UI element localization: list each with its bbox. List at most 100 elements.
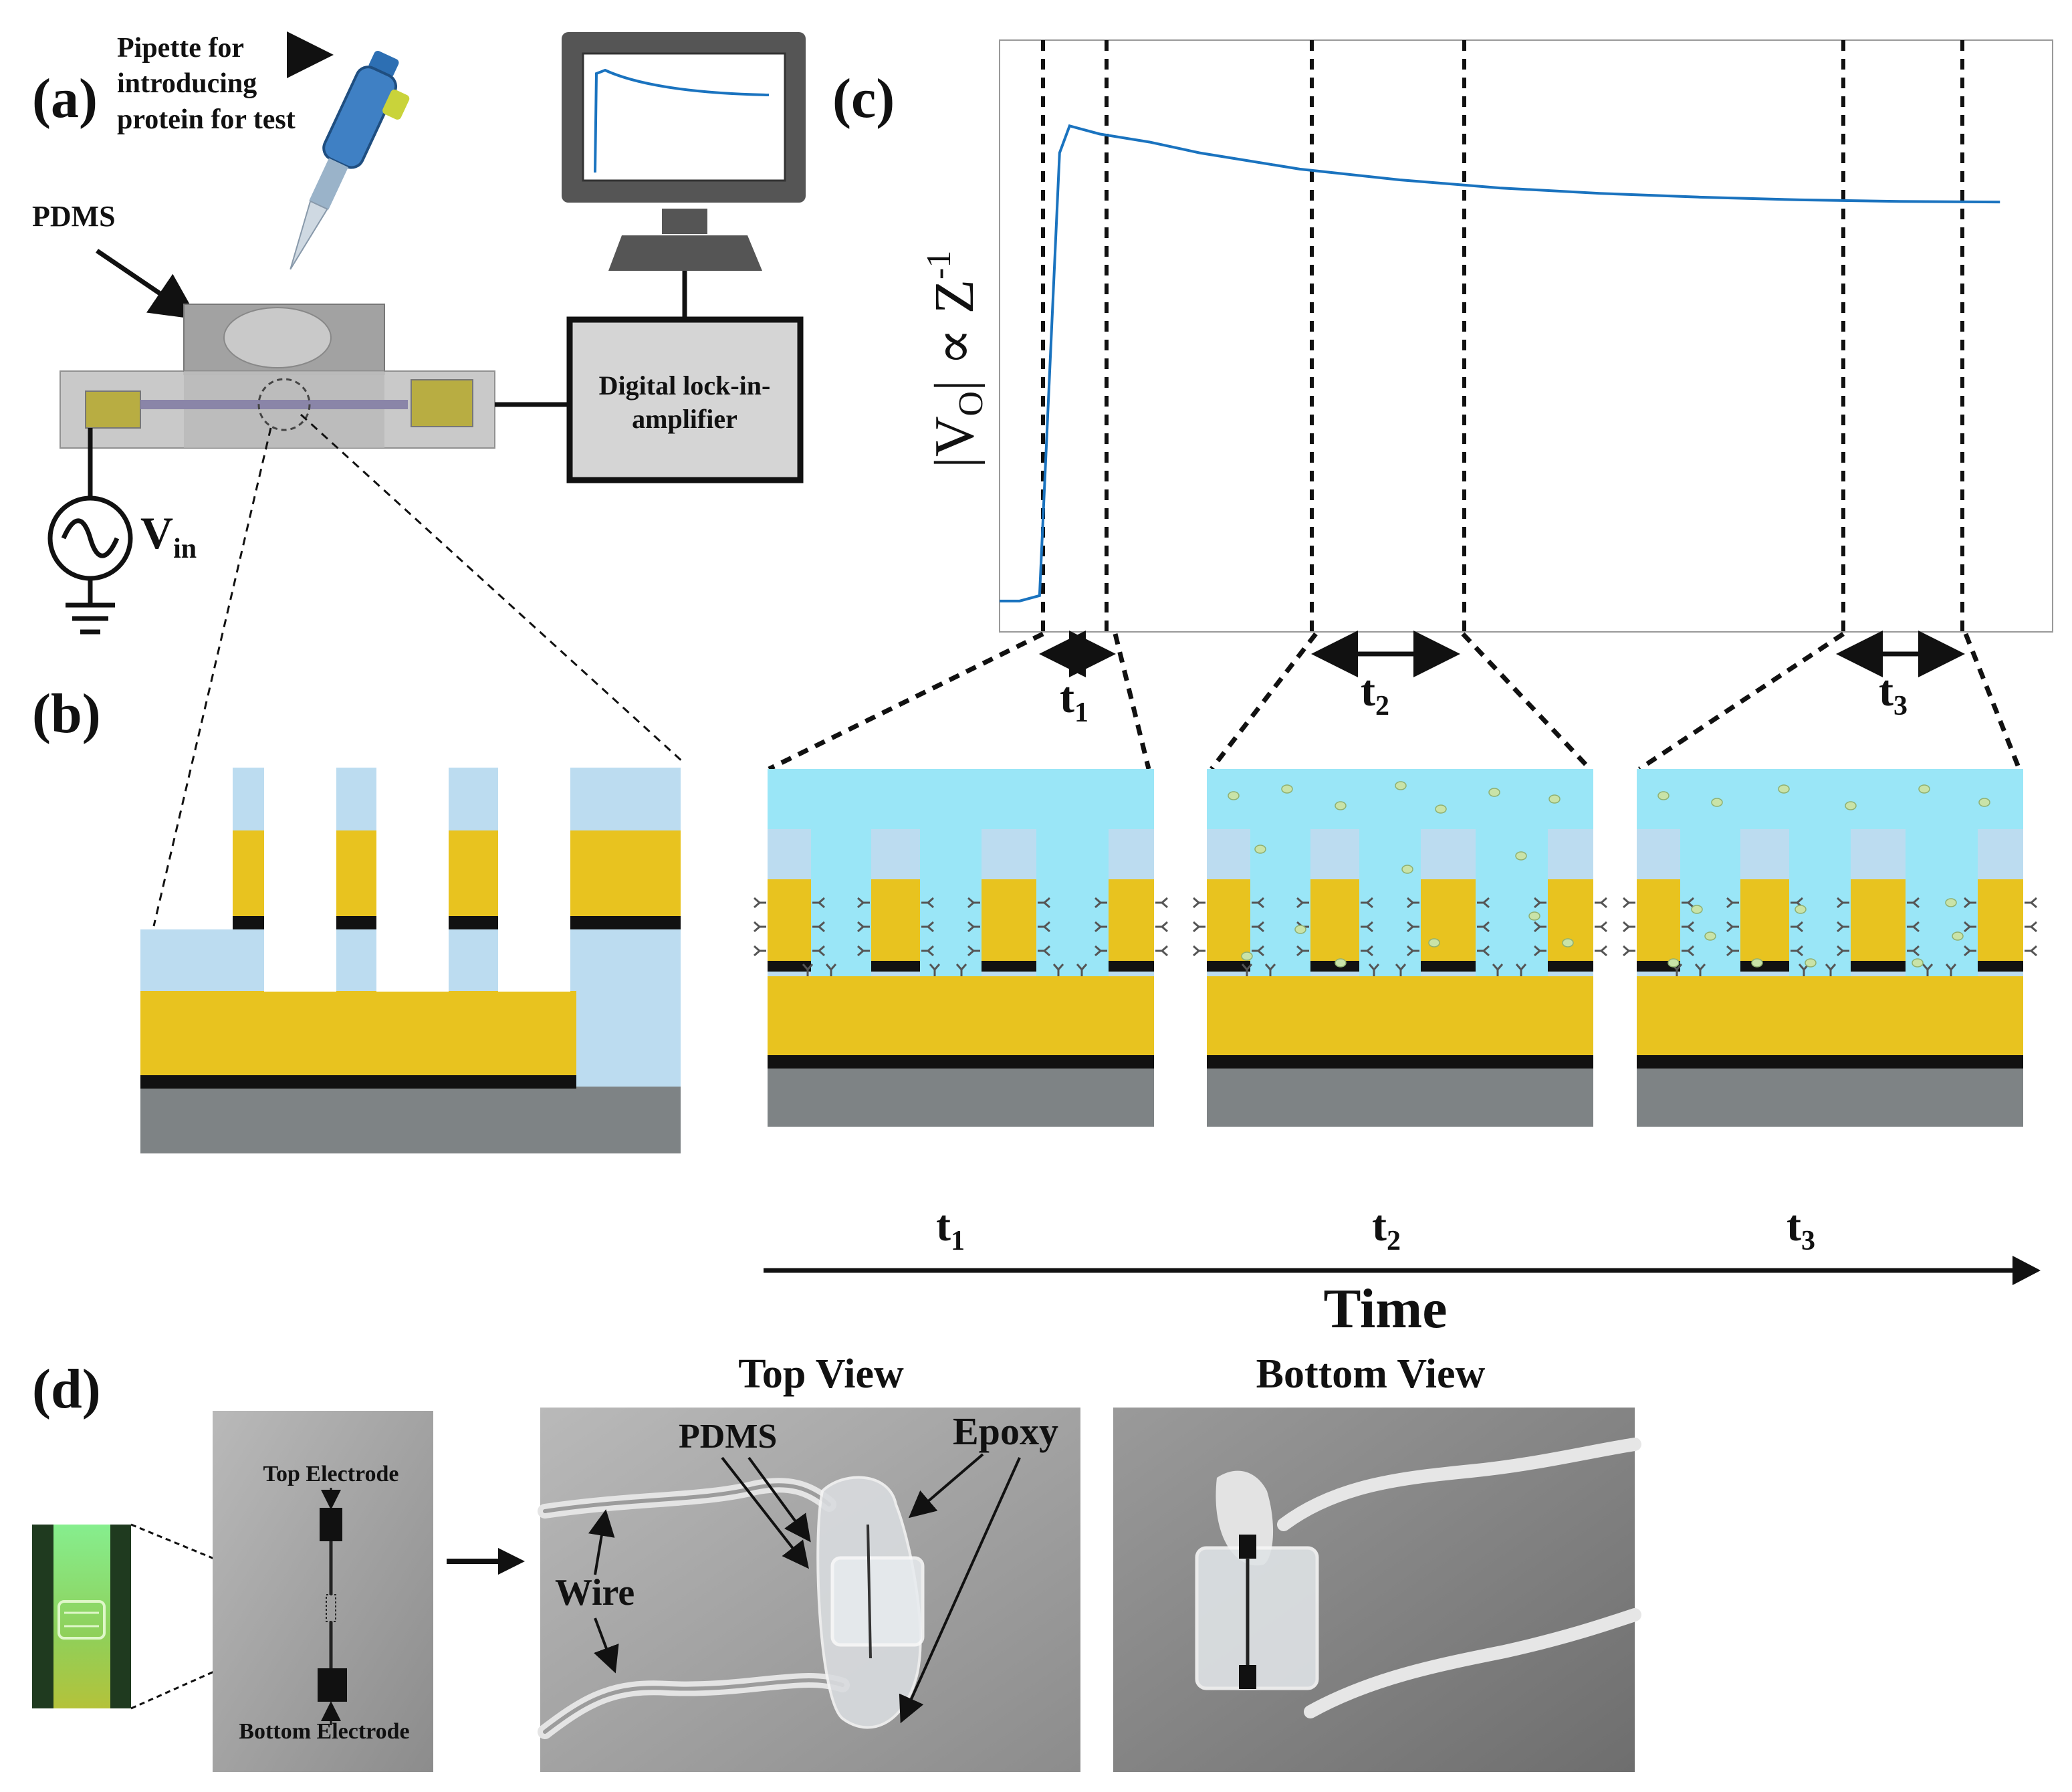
interval-t2: t2 bbox=[1311, 631, 1460, 721]
antibody-mark bbox=[1682, 921, 1694, 933]
antibody-mark bbox=[1252, 921, 1264, 933]
antibody-mark bbox=[1791, 921, 1803, 933]
snapshot-label-t1: t1 bbox=[936, 1202, 965, 1256]
top-electrode-finger bbox=[768, 879, 811, 961]
antibody-mark bbox=[1477, 921, 1490, 933]
antibody-mark bbox=[1922, 964, 1934, 976]
antibody-mark bbox=[1296, 897, 1309, 909]
top-electrode-finger bbox=[1421, 879, 1476, 961]
top-electrode-finger bbox=[1310, 879, 1359, 961]
top-electrode-finger bbox=[871, 879, 920, 961]
antibody-mark bbox=[1907, 921, 1920, 933]
antibody-mark bbox=[1052, 964, 1064, 976]
protein-particle bbox=[1241, 951, 1253, 961]
antibody-mark bbox=[1477, 897, 1490, 909]
antibody-mark bbox=[1155, 945, 1168, 957]
chart-frame bbox=[999, 39, 2053, 633]
amplifier-label-line1: Digital lock-in- bbox=[599, 370, 771, 401]
protein-particle bbox=[1528, 911, 1540, 921]
antibody-mark bbox=[1038, 921, 1050, 933]
antibody-mark bbox=[1726, 921, 1739, 933]
protein-particle bbox=[1657, 791, 1670, 800]
antibody-mark bbox=[1964, 921, 1976, 933]
interval-t3-label: t3 bbox=[1879, 667, 1908, 721]
antibody-mark bbox=[1296, 945, 1309, 957]
antibody-mark bbox=[1241, 964, 1253, 976]
top-electrode-finger bbox=[1109, 879, 1154, 961]
protein-particle bbox=[1281, 784, 1293, 794]
zoom-line-left bbox=[152, 427, 272, 927]
pdms-pointer-arrow bbox=[96, 249, 199, 320]
antibody-mark bbox=[1407, 945, 1419, 957]
photo-transition-arrowhead bbox=[498, 1548, 525, 1575]
protein-particle bbox=[1335, 958, 1347, 968]
pipette-label-line3: protein for test bbox=[117, 104, 296, 135]
epoxy-label: Epoxy bbox=[953, 1410, 1058, 1453]
antibody-mark bbox=[1825, 964, 1837, 976]
amplifier-label-line2: amplifier bbox=[632, 404, 737, 434]
snapshot-zoom-lines bbox=[768, 631, 2022, 772]
snapshot-label-t3: t3 bbox=[1787, 1202, 1815, 1256]
pipette-label-line2: introducing bbox=[117, 68, 257, 99]
panel-label-a: (a) bbox=[32, 68, 98, 130]
antibody-mark bbox=[967, 945, 980, 957]
antibody-mark bbox=[754, 945, 766, 957]
bottom-electrode bbox=[1207, 976, 1593, 1056]
protein-particle bbox=[1562, 938, 1574, 947]
antibody-mark bbox=[857, 921, 870, 933]
antibody-mark bbox=[1726, 897, 1739, 909]
antibody-mark bbox=[1595, 945, 1607, 957]
antibody-mark bbox=[812, 921, 825, 933]
protein-particle bbox=[1778, 784, 1790, 794]
antibody-mark bbox=[2025, 921, 2037, 933]
antibody-mark bbox=[1682, 945, 1694, 957]
pipette-label: Pipette for introducing protein for test bbox=[117, 33, 296, 135]
antibody-mark bbox=[1155, 921, 1168, 933]
antibody-mark bbox=[1623, 945, 1635, 957]
antibody-mark bbox=[1095, 921, 1107, 933]
antibody-mark bbox=[812, 945, 825, 957]
antibody-mark bbox=[1395, 964, 1407, 976]
pipette-icon bbox=[290, 51, 410, 270]
antibody-mark bbox=[1595, 897, 1607, 909]
protein-particle bbox=[1978, 798, 1990, 807]
antibody-mark bbox=[1726, 945, 1739, 957]
protein-particle bbox=[1294, 925, 1306, 934]
panel-label-b: (b) bbox=[32, 683, 101, 745]
protein-particle bbox=[1704, 931, 1716, 941]
substrate bbox=[768, 1069, 1154, 1127]
antibody-mark bbox=[921, 945, 934, 957]
pipette-label-line1: Pipette for bbox=[117, 33, 244, 64]
antibody-mark bbox=[1155, 897, 1168, 909]
protein-particle bbox=[1435, 804, 1447, 814]
antibody-mark bbox=[1361, 921, 1373, 933]
wire-label: Wire bbox=[555, 1572, 635, 1613]
chip-device bbox=[60, 304, 495, 449]
antibody-mark bbox=[1076, 964, 1088, 976]
bottom-electrode bbox=[768, 976, 1154, 1056]
antibody-mark bbox=[967, 897, 980, 909]
panel-label-c: (c) bbox=[832, 68, 895, 130]
antibody-mark bbox=[1837, 897, 1849, 909]
antibody-mark bbox=[802, 964, 814, 976]
bottom-view-title: Bottom View bbox=[1256, 1351, 1486, 1397]
snapshot-t3 bbox=[1623, 769, 2037, 1127]
protein-particle bbox=[1667, 958, 1680, 968]
snapshot-label-t2: t2 bbox=[1372, 1202, 1401, 1256]
antibody-mark bbox=[955, 964, 967, 976]
antibody-mark bbox=[754, 921, 766, 933]
interval-t1-label: t1 bbox=[1060, 673, 1088, 728]
bottom-electrode bbox=[1637, 976, 2023, 1056]
interval-t3: t3 bbox=[1836, 631, 1965, 721]
top-electrode-finger bbox=[1851, 879, 1906, 961]
snapshot-t2 bbox=[1193, 769, 1607, 1127]
time-axis-arrowhead bbox=[2012, 1256, 2041, 1285]
antibody-mark bbox=[1193, 921, 1205, 933]
chart-ylabel: |VO| ∝ Z-1 bbox=[920, 251, 990, 468]
top-view-photo bbox=[538, 1408, 1080, 1772]
protein-particle bbox=[1691, 905, 1703, 914]
protein-particle bbox=[1918, 784, 1930, 794]
antibody-mark bbox=[1477, 945, 1490, 957]
protein-particle bbox=[1952, 931, 1964, 941]
protein-particle bbox=[1428, 938, 1440, 947]
